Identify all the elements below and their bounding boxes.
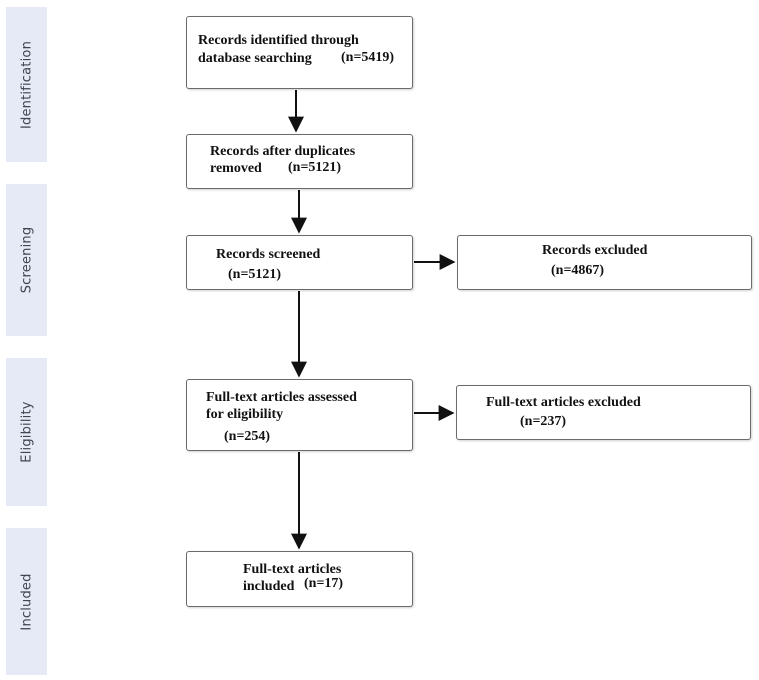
- stage-screening: Screening: [6, 184, 47, 336]
- records-screened-count: (n=5121): [228, 267, 282, 282]
- records-identified-count: (n=5419): [341, 50, 395, 65]
- records-deduplicated-box: Records after duplicates removed (n=5121…: [186, 134, 413, 189]
- fulltext-assessed-line1: Full-text articles assessed: [206, 390, 357, 405]
- fulltext-excluded-line1: Full-text articles excluded: [486, 395, 641, 410]
- records-identified-line2: database searching: [198, 51, 312, 66]
- fulltext-included-count: (n=17): [304, 576, 344, 591]
- fulltext-excluded-count: (n=237): [520, 414, 567, 429]
- fulltext-included-box: Full-text articles included (n=17): [186, 551, 413, 607]
- stage-eligibility: Eligibility: [6, 358, 47, 506]
- fulltext-assessed-count: (n=254): [224, 429, 271, 444]
- fulltext-included-line2: included: [243, 579, 295, 594]
- fulltext-excluded-box: Full-text articles excluded (n=237): [456, 385, 751, 440]
- records-deduplicated-count: (n=5121): [288, 160, 342, 175]
- records-deduplicated-line1: Records after duplicates: [210, 144, 356, 159]
- records-screened-box: Records screened (n=5121): [186, 235, 413, 290]
- stage-identification: Identification: [6, 7, 47, 162]
- fulltext-assessed-box: Full-text articles assessed for eligibil…: [186, 379, 413, 451]
- records-excluded-count: (n=4867): [551, 263, 605, 278]
- records-deduplicated-line2: removed: [210, 161, 262, 176]
- records-excluded-box: Records excluded (n=4867): [457, 235, 752, 290]
- records-excluded-line1: Records excluded: [542, 243, 648, 258]
- stage-included: Included: [6, 528, 47, 675]
- records-identified-line1: Records identified through: [198, 33, 359, 48]
- records-screened-line1: Records screened: [216, 247, 321, 262]
- fulltext-assessed-line2: for eligibility: [206, 407, 284, 422]
- fulltext-included-line1: Full-text articles: [243, 562, 342, 577]
- records-identified-box: Records identified through database sear…: [186, 16, 413, 89]
